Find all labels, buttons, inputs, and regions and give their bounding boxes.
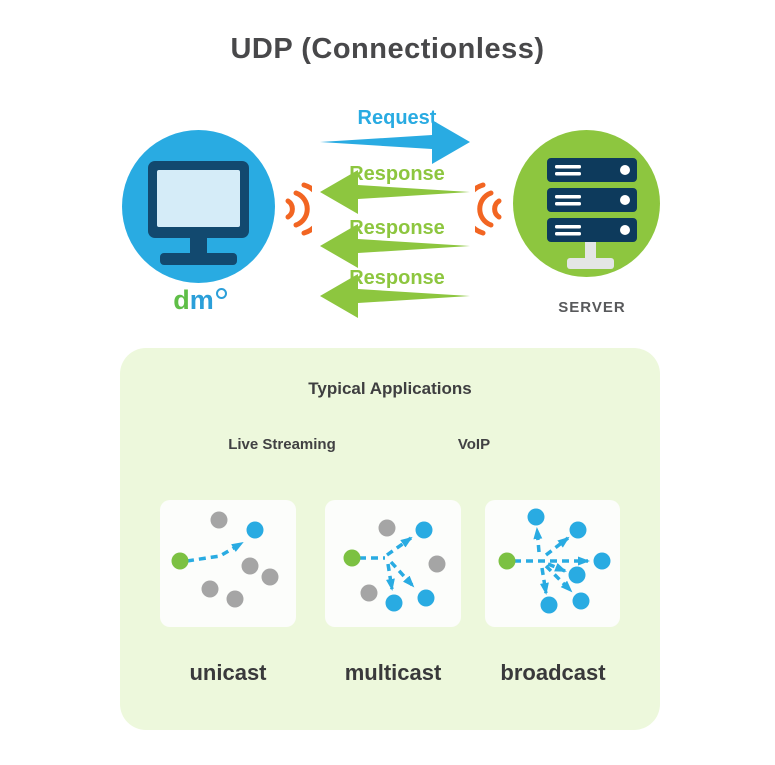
unicast-icon [171,511,279,608]
signal-icon-server [475,182,502,236]
response-arrow-icon-3 [320,274,470,318]
server-label: SERVER [558,299,626,316]
response-label-1: Response [349,163,445,185]
response-label-3: Response [349,267,445,289]
server-icon [547,158,637,269]
multicast-diagram [325,500,461,627]
applications-panel: Typical Applications Live Streaming VoIP [120,348,660,730]
broadcast-icon [498,508,611,614]
response-arrow-icon-2 [320,224,470,268]
unicast-label: unicast [189,660,267,685]
dm-logo-d: d [173,285,190,315]
unicast-diagram [160,500,296,627]
signal-icon-client [285,182,312,236]
degree-ring-icon [215,288,227,299]
request-arrow-icon [320,120,470,164]
response-arrow-icon-1 [320,170,470,214]
diagram-title: UDP (Connectionless) [230,33,545,65]
application-live-streaming: Live Streaming [228,436,336,453]
multicast-label: multicast [344,660,442,685]
client-circle [122,130,275,283]
broadcast-label: broadcast [500,660,606,685]
broadcast-diagram [485,500,620,627]
monitor-icon [148,161,249,265]
dm-logo-m: m [189,285,214,315]
multicast-icon [343,519,446,612]
applications-title: Typical Applications [308,379,472,398]
application-voip: VoIP [457,436,491,453]
dm-logo: dm [130,287,270,314]
response-label-2: Response [349,217,445,239]
request-label: Request [357,107,437,129]
server-circle [513,130,660,277]
